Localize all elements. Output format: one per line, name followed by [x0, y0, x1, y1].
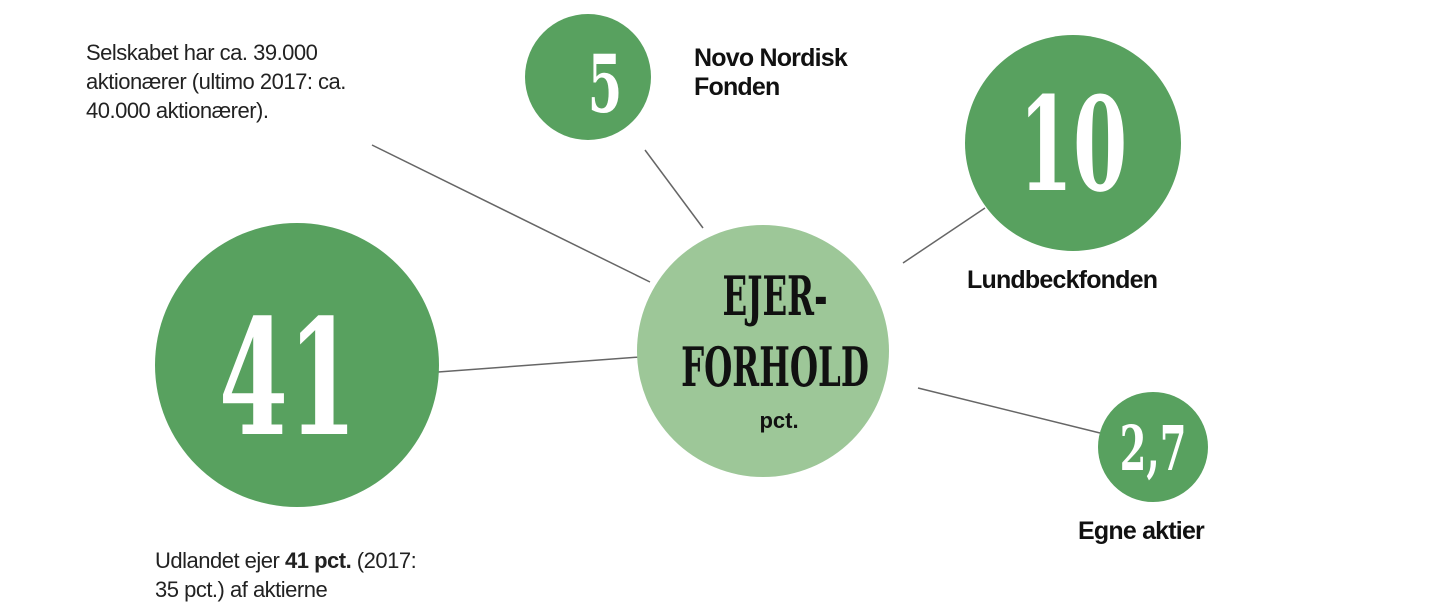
- value-5: 5: [588, 37, 623, 131]
- center-title-line2: FORHOLD: [681, 336, 869, 399]
- connector-10: [902, 207, 986, 264]
- label-5-line2: Fonden: [694, 73, 780, 101]
- value-2-7: 2,7: [1120, 414, 1187, 486]
- connector-5: [644, 149, 704, 229]
- center-title-line1: EJER-: [722, 265, 827, 328]
- label-lundbeckfonden: Lundbeckfonden: [967, 266, 1158, 294]
- circle-2-7: [1098, 392, 1208, 502]
- note-line1: Selskabet har ca. 39.000: [86, 40, 318, 65]
- value-41: 41: [219, 285, 357, 473]
- label-41-after: (2017:: [351, 548, 417, 573]
- label-novo-nordisk: Novo Nordisk Fonden: [694, 44, 848, 102]
- circle-5: [525, 14, 651, 140]
- note-line2: aktionærer (ultimo 2017: ca.: [86, 69, 346, 94]
- circle-10: [965, 35, 1181, 251]
- note-line3: 40.000 aktionærer).: [86, 98, 269, 123]
- connector-note: [371, 144, 651, 283]
- center-circle: [637, 225, 889, 477]
- connector-lines: [371, 144, 1101, 434]
- connector-41: [437, 356, 641, 373]
- circle-41: [155, 223, 439, 507]
- value-10: 10: [1019, 69, 1128, 222]
- label-41-line2: 35 pct.) af aktierne: [155, 577, 328, 602]
- connector-2-7: [917, 387, 1101, 434]
- center-unit: pct.: [759, 408, 798, 433]
- label-41-text: Udlandet ejer: [155, 548, 285, 573]
- label-41-bold: 41 pct.: [284, 548, 352, 573]
- label-5-line1: Novo Nordisk: [694, 44, 848, 72]
- label-udlandet: Udlandet ejer 41 pct. (2017: 35 pct.) af…: [155, 546, 417, 604]
- shareholder-note: Selskabet har ca. 39.000 aktionærer (ult…: [86, 38, 346, 125]
- label-egne-aktier: Egne aktier: [1078, 517, 1205, 545]
